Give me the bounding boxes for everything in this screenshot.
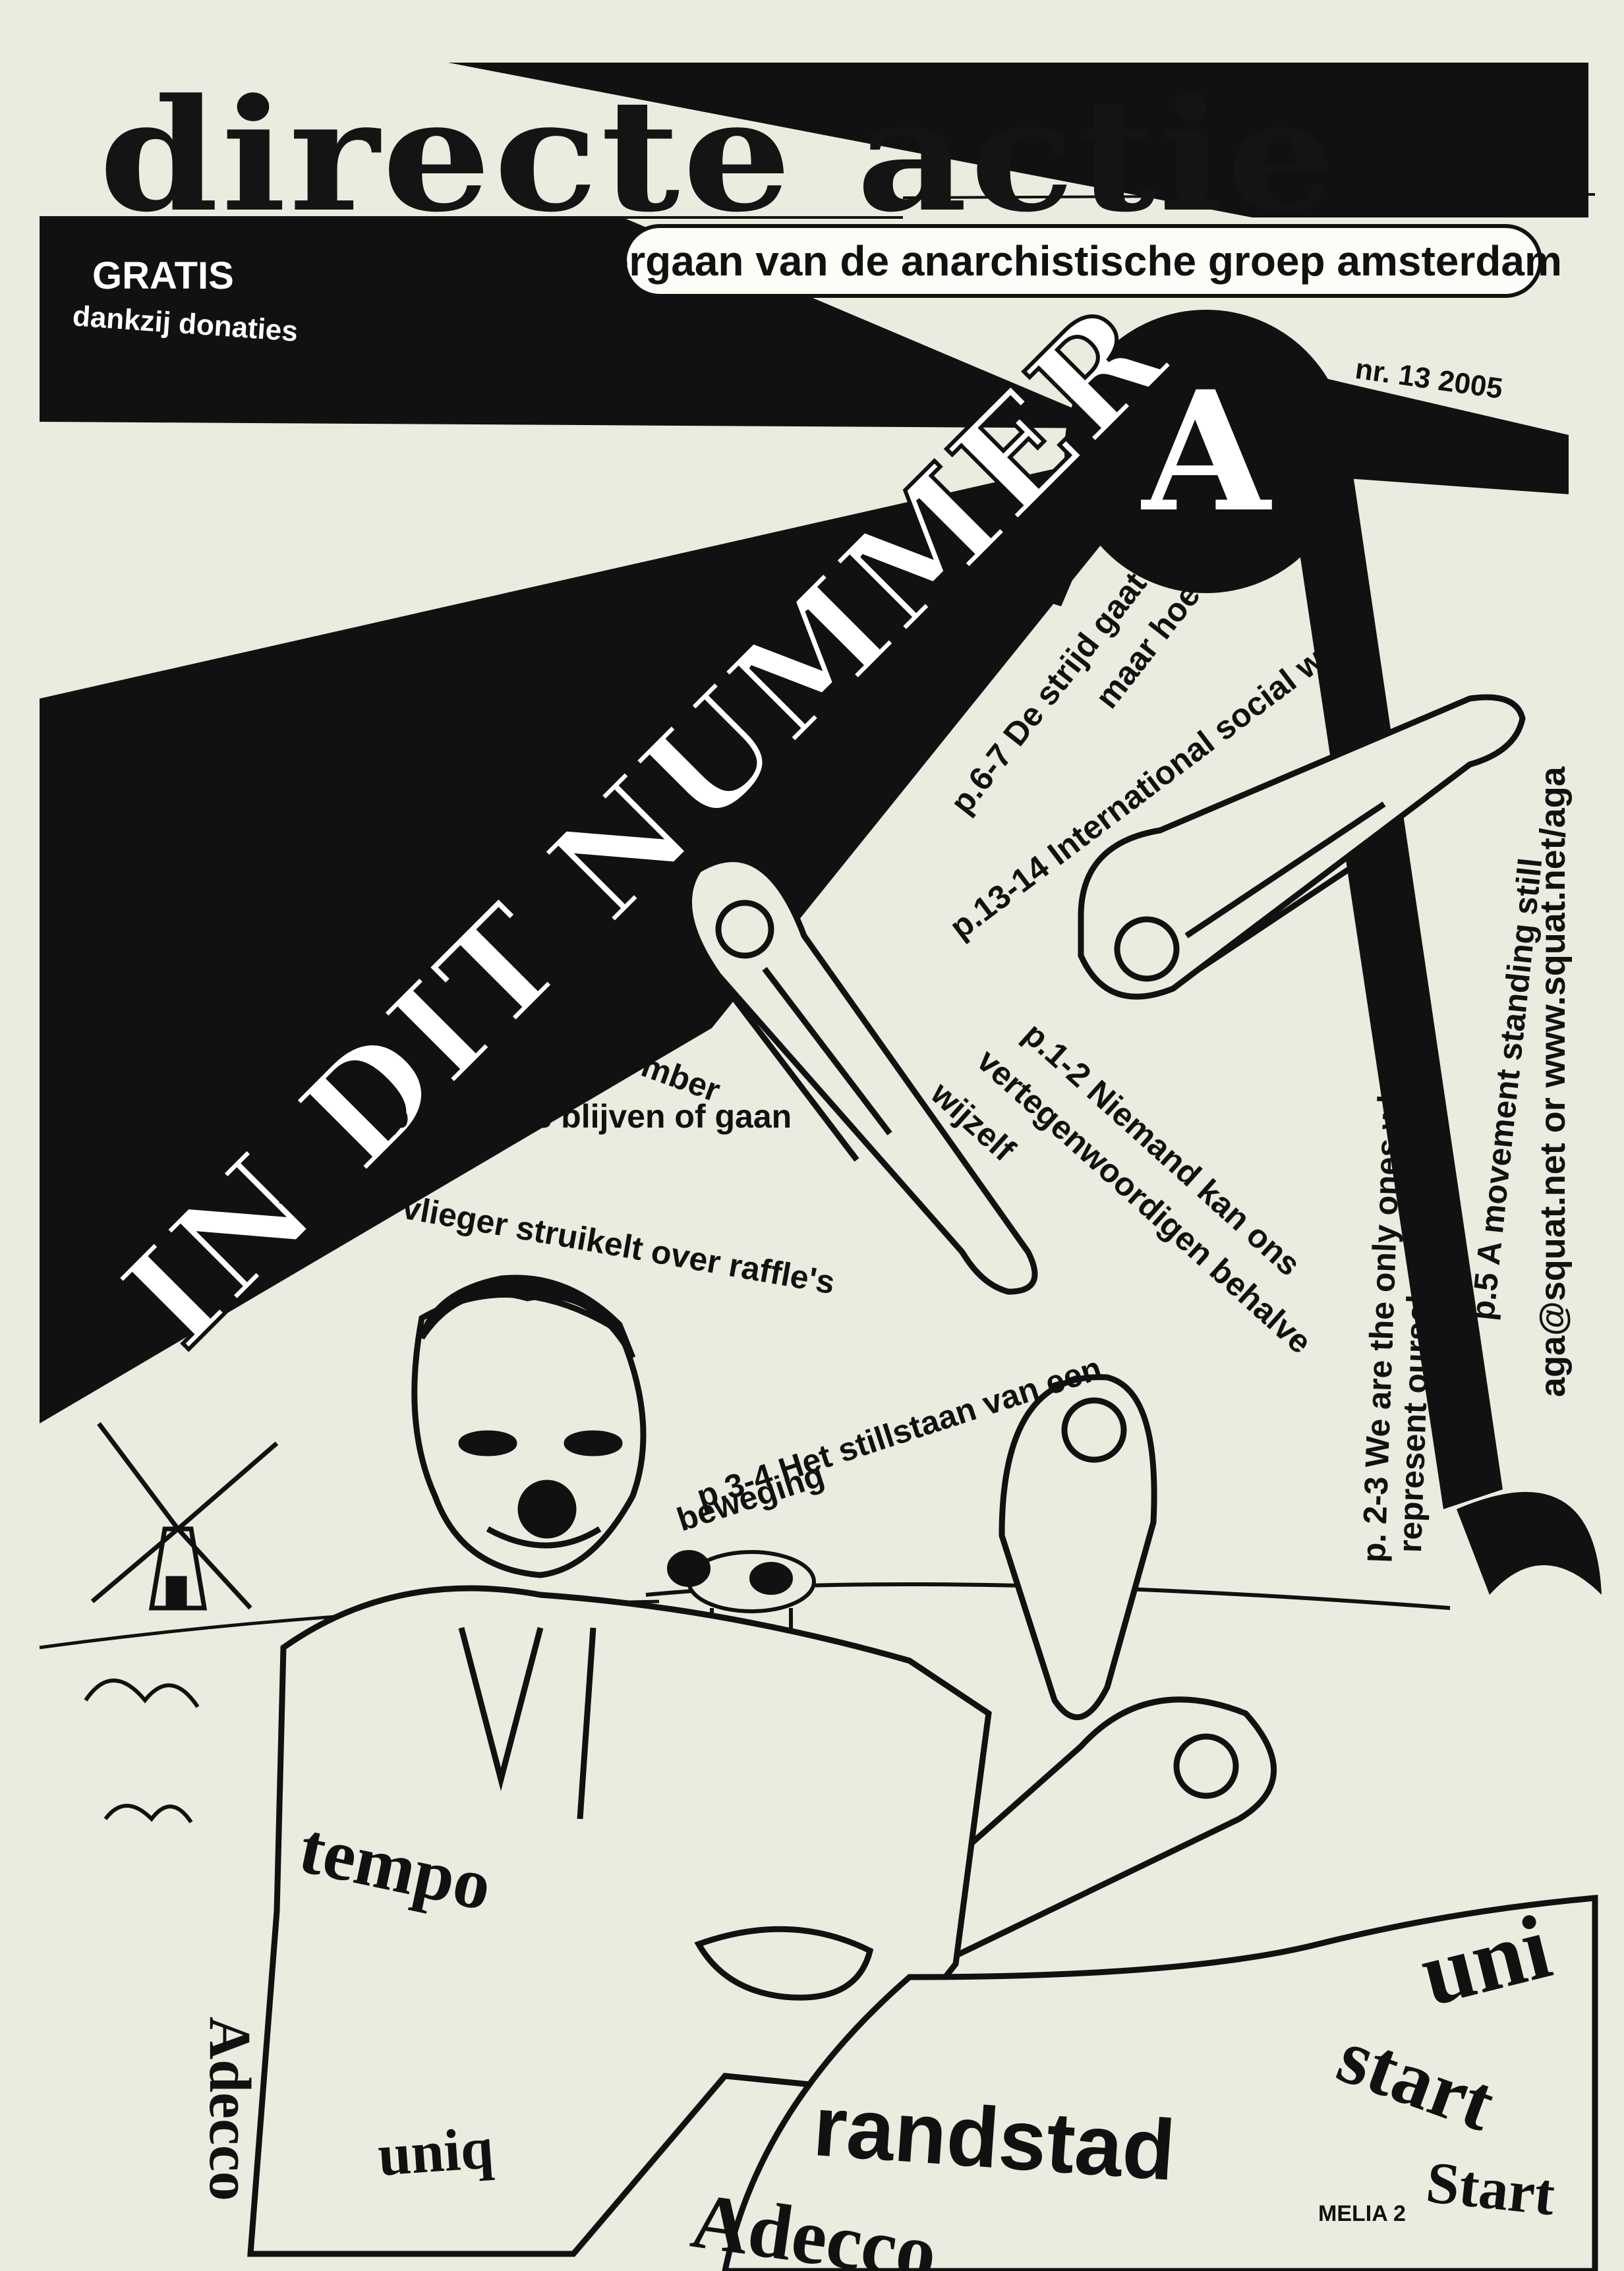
page-curl (1457, 1491, 1602, 1595)
subtitle-banner: orgaan van de anarchistische groep amste… (603, 224, 1562, 298)
headline-ray (40, 461, 1120, 1423)
scrawl-word: Adecco (197, 2017, 262, 2201)
flag-shape (722, 1895, 1598, 2271)
cow-drawing (667, 1550, 816, 1634)
capsule-2 (1078, 694, 1526, 1000)
contact-info: aga@squat.net or www.squat.net/aga (1533, 766, 1573, 1397)
capsule-3 (999, 1374, 1157, 1721)
lower-right-ray (1292, 461, 1503, 1509)
scrawl-word: Start (1423, 2149, 1558, 2228)
right-ray (1285, 369, 1569, 494)
artist-signature: MELIA 2 (1318, 2201, 1406, 2226)
gratis-label: GRATIS (92, 254, 234, 297)
left-ray (40, 217, 1120, 428)
windmill-drawing (90, 1422, 279, 1611)
capsule-1 (685, 856, 1038, 1295)
small-ray (975, 474, 1101, 606)
anarchy-logo: A (1064, 310, 1348, 593)
masthead-title: directe actie (99, 65, 1339, 246)
clown-figure (247, 1275, 992, 2257)
toc-item: p.12 Thuis blijven of gaan (389, 1098, 792, 1135)
logo-letter: A (1142, 355, 1270, 548)
top-ray (448, 63, 1588, 217)
scrawl-word: uniq (376, 2115, 496, 2189)
